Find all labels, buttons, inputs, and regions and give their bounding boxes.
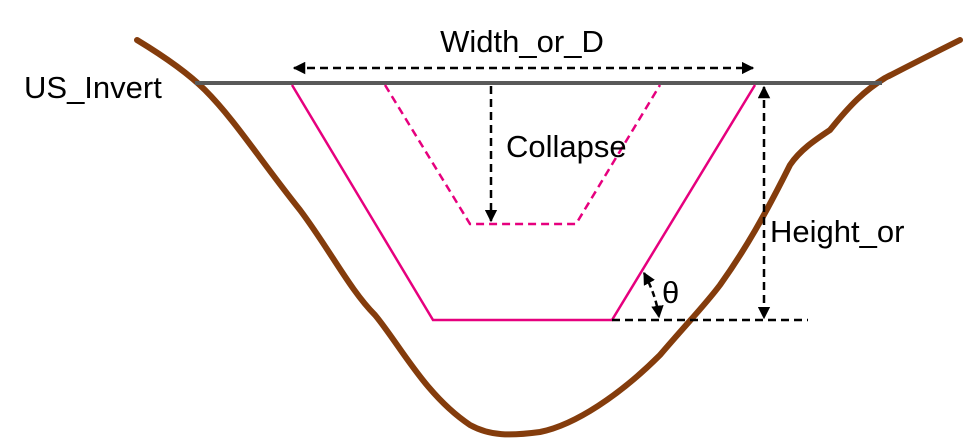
us-invert-label: US_Invert: [24, 70, 162, 105]
culvert-collapsed-shape: [383, 84, 662, 226]
ground-profile: [134, 37, 963, 438]
theta-label: θ: [662, 275, 679, 310]
culvert-original-shape: [290, 84, 757, 322]
collapse-label: Collapse: [506, 129, 627, 164]
theta-angle-arrow: [642, 271, 664, 319]
width-label: Width_or_D: [440, 24, 604, 59]
height-label: Height_or: [770, 214, 904, 249]
